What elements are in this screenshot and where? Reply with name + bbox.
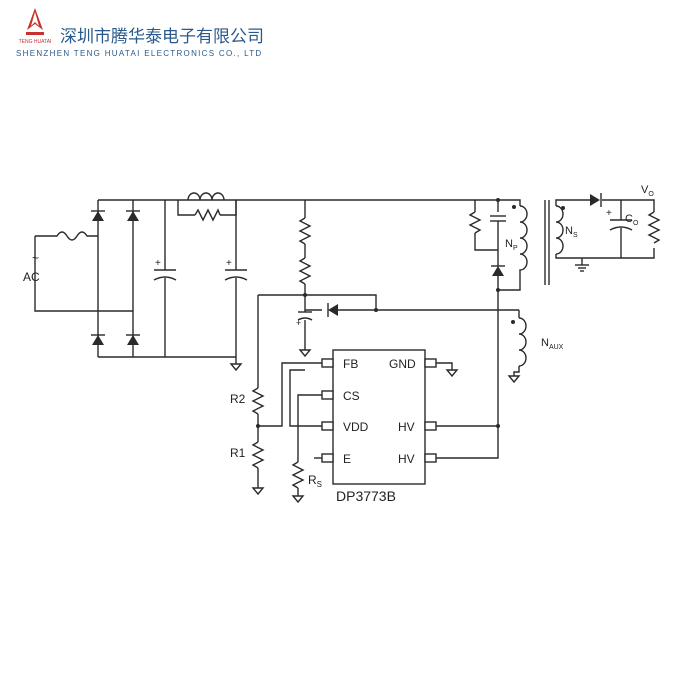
output-capacitor xyxy=(609,226,633,231)
rs-resistor xyxy=(291,461,305,489)
pin-gnd xyxy=(424,358,437,368)
label-ns: NS xyxy=(565,225,578,239)
company-name-cn: 深圳市腾华泰电子有限公司 xyxy=(60,27,264,46)
label-r2: R2 xyxy=(230,392,246,406)
aux-winding-group: NAUX xyxy=(507,310,564,384)
pin-label-e: E xyxy=(343,452,351,466)
company-name-en: SHENZHEN TENG HUATAI ELECTRONICS CO., LT… xyxy=(16,49,263,58)
bridge-diode-1 xyxy=(92,211,104,221)
ic-name: DP3773B xyxy=(336,488,396,504)
ac-source: ~ AC xyxy=(23,231,98,312)
bridge-diode-2 xyxy=(127,211,139,221)
ic-dp3773b: FB CS VDD E GND HV HV DP3773B RS xyxy=(289,290,500,504)
bridge-diode-4 xyxy=(127,335,139,345)
vdd-capacitor xyxy=(297,317,313,321)
bridge-rectifier xyxy=(91,199,165,358)
label-np: NP xyxy=(505,238,518,252)
bridge-diode-3 xyxy=(92,335,104,345)
bulk-capacitor-2 xyxy=(224,276,248,281)
aux-rectifier: R2 R1 xyxy=(230,294,519,496)
pin-label-vdd: VDD xyxy=(343,420,369,434)
filter-inductor-icon xyxy=(187,192,225,201)
aux-diode xyxy=(328,304,338,316)
label-vo: VO xyxy=(641,184,654,198)
ground-icon xyxy=(445,369,459,378)
pi-filter: + + xyxy=(153,192,475,372)
svg-text:+: + xyxy=(226,258,232,269)
ac-tilde: ~ xyxy=(32,251,39,265)
bulk-capacitor-1 xyxy=(153,276,177,281)
pin-label-hv-1: HV xyxy=(398,420,415,434)
pin-e xyxy=(321,453,334,463)
ground-icon xyxy=(507,375,521,384)
snubber-primary: NP xyxy=(468,198,528,292)
pin-fb xyxy=(321,358,334,368)
label-naux: NAUX xyxy=(541,337,564,351)
startup-resistor-1 xyxy=(298,217,312,245)
primary-winding xyxy=(498,205,528,291)
label-r1: R1 xyxy=(230,446,246,460)
startup-resistors: + xyxy=(296,200,313,358)
pin-hv-2 xyxy=(424,453,437,463)
snubber-diode xyxy=(492,266,504,276)
ic-body xyxy=(332,349,426,485)
startup-resistor-2 xyxy=(298,257,312,285)
company-logo: TENG HUATAI xyxy=(19,8,52,45)
load-resistor xyxy=(647,211,661,244)
ground-icon xyxy=(251,487,265,496)
svg-text:+: + xyxy=(296,318,301,328)
filter-resistor xyxy=(194,208,221,222)
pin-cs xyxy=(321,390,334,400)
pin-label-cs: CS xyxy=(343,389,360,403)
aux-winding xyxy=(518,317,527,367)
snubber-resistor xyxy=(468,211,482,234)
pin-label-fb: FB xyxy=(343,357,358,371)
label-co: CO xyxy=(625,213,639,227)
pin-vdd xyxy=(321,421,334,431)
ground-icon xyxy=(298,349,312,358)
svg-text:+: + xyxy=(155,258,161,269)
ac-label: AC xyxy=(23,270,40,284)
r2-resistor xyxy=(251,387,265,415)
label-rs: RS xyxy=(308,473,322,489)
pin-hv-1 xyxy=(424,421,437,431)
ground-icon xyxy=(229,363,243,372)
svg-text:+: + xyxy=(606,208,612,219)
pin-label-gnd: GND xyxy=(389,357,416,371)
pin-label-hv-2: HV xyxy=(398,452,415,466)
output-diode xyxy=(590,194,600,206)
secondary-winding xyxy=(555,205,564,255)
secondary-side: + CO VO NS xyxy=(555,184,661,272)
ground-icon xyxy=(291,495,305,504)
svg-text:TENG HUATAI: TENG HUATAI xyxy=(19,39,52,45)
r1-resistor xyxy=(251,441,265,469)
